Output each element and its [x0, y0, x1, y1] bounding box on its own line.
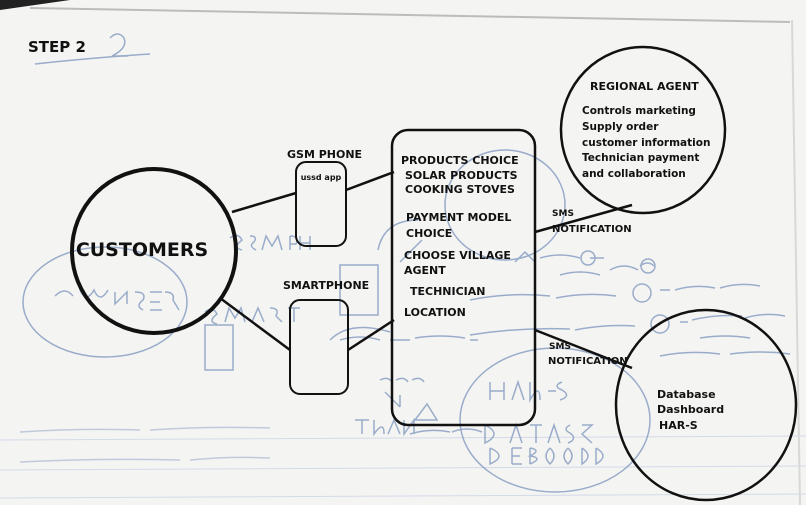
regional-agent-circle — [559, 45, 727, 215]
sketch-scribble — [339, 335, 478, 341]
center-line-agent: AGENT — [404, 264, 446, 277]
sketch-number-circle — [632, 283, 652, 303]
sketch-scribble — [489, 379, 568, 403]
sketch-village-agent-circle — [444, 149, 566, 261]
smartphone-label: SMARTPHONE — [283, 279, 369, 292]
sketch-scribble — [34, 53, 151, 65]
sketch-consumer-circle — [22, 246, 188, 358]
center-line-location: LOCATION — [404, 306, 466, 319]
regional-agent-title: REGIONAL AGENT — [590, 80, 699, 93]
regional-agent-line-2: Supply order — [582, 121, 659, 133]
sketch-scribble — [54, 288, 180, 311]
sketch-scribble — [355, 417, 415, 437]
connector-smartphone-center — [347, 318, 395, 352]
database-line-hars: HAR-S — [659, 419, 698, 432]
center-line-choice: CHOICE — [406, 227, 452, 240]
sketch-scribble — [489, 447, 604, 466]
step-title: STEP 2 — [28, 38, 86, 56]
gsm-ussd-app-label: ussd app — [301, 173, 342, 182]
connectors — [219, 170, 633, 370]
sms-bottom-notification-label: NOTIFICATION — [548, 356, 628, 367]
database-line-database: Database — [657, 388, 716, 401]
sketch-box — [204, 324, 234, 371]
sketch-scribble — [659, 351, 791, 357]
sketch-number-circle — [580, 250, 596, 266]
regional-agent-line-4: Technician payment — [582, 152, 699, 164]
database-line-dashboard: Dashboard — [657, 403, 724, 416]
sms-top-notification-label: NOTIFICATION — [552, 224, 632, 235]
sketch-scribble — [19, 456, 271, 463]
center-line-cooking-stoves: COOKING STOVES — [405, 183, 515, 196]
sketch-scribble — [660, 283, 761, 291]
sms-top-label: SMS — [552, 209, 574, 219]
sketch-number-circle — [650, 314, 670, 334]
center-line-payment-model: PAYMENT MODEL — [406, 211, 511, 224]
ruled-line — [0, 465, 806, 471]
sketch-scribble — [109, 33, 128, 57]
center-line-solar-products: SOLAR PRODUCTS — [405, 169, 518, 182]
customers-circle — [70, 167, 238, 335]
gsm-phone-box — [295, 161, 347, 247]
regional-agent-line-3: customer information — [582, 137, 710, 149]
gsm-phone-label: GSM PHONE — [287, 148, 362, 161]
sketch-scribble — [699, 335, 751, 339]
sketch-scribble — [409, 428, 483, 435]
paper-fold-line — [29, 7, 791, 23]
sms-bottom-label: SMS — [549, 342, 571, 352]
regional-agent-line-5: and collaboration — [582, 168, 686, 180]
connector-customers-smartphone — [219, 296, 291, 352]
database-circle — [614, 308, 798, 502]
paper-dark-edge — [0, 0, 70, 10]
ruled-line — [0, 493, 806, 499]
center-process-box — [390, 128, 537, 427]
sketch-scribble — [469, 324, 636, 336]
connector-gsm-center — [345, 170, 395, 192]
sketch-scribble — [329, 326, 391, 341]
sketch-number-circle — [640, 258, 656, 274]
sketch-hars-circle — [459, 347, 651, 493]
connector-center-database — [534, 328, 633, 370]
sketch-triangle — [413, 402, 439, 421]
center-line-products-choice: PRODUCTS CHOICE — [401, 154, 519, 167]
ruled-line — [0, 435, 806, 441]
background-sketch — [19, 33, 791, 493]
connector-customers-gsm — [231, 191, 297, 214]
regional-agent-line-1: Controls marketing — [582, 105, 696, 117]
sketch-scribble — [204, 306, 300, 325]
center-line-technician: TECHNICIAN — [410, 285, 485, 298]
center-line-choose-village: CHOOSE VILLAGE — [404, 249, 511, 262]
sketch-scribble — [514, 250, 655, 276]
sketch-scribble — [19, 426, 271, 433]
sketch-scribble — [469, 293, 617, 301]
smartphone-box — [289, 299, 349, 395]
customers-label: CUSTOMERS — [76, 239, 208, 261]
sketch-box — [339, 264, 379, 316]
paper-right-edge — [791, 19, 801, 505]
